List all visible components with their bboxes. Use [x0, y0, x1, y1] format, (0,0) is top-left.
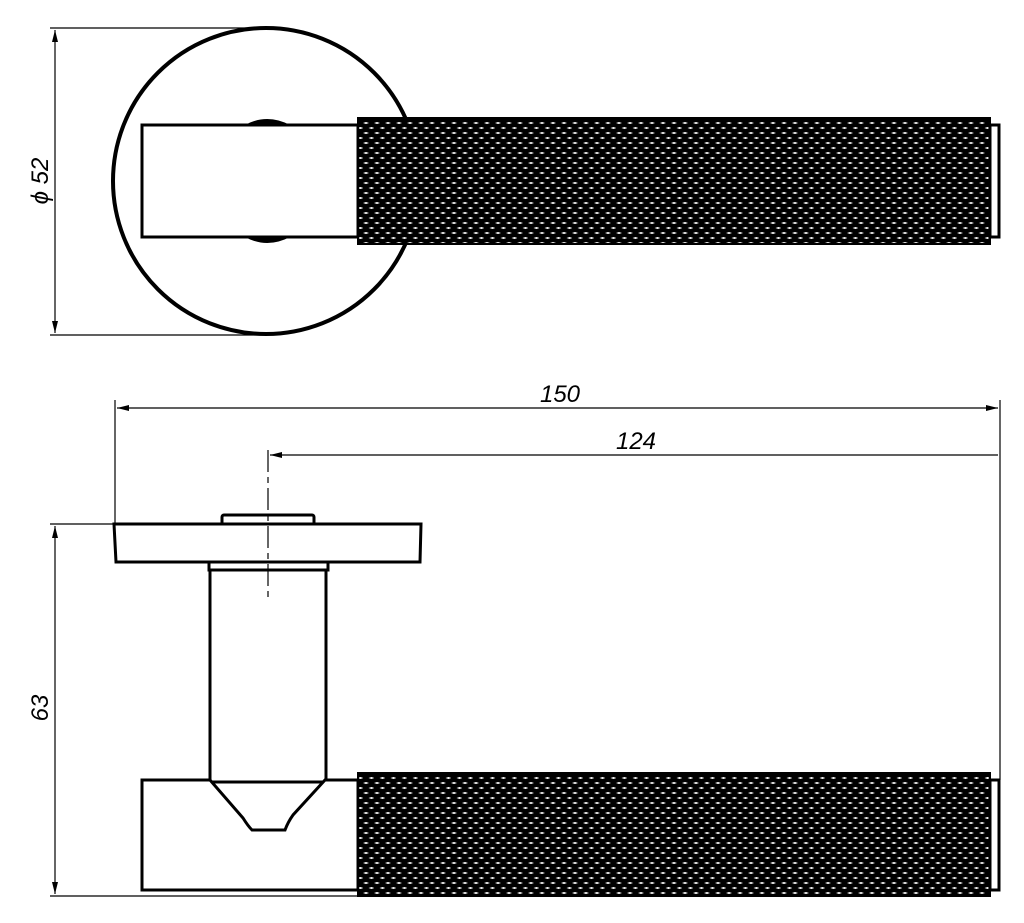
side-view: 150 124 63	[27, 381, 1001, 897]
lever-neck-side	[208, 568, 328, 784]
knurled-grip-side	[357, 772, 991, 897]
end-cap	[988, 123, 1001, 239]
overall-length-label: 150	[540, 381, 581, 408]
lever-length-label: 124	[616, 428, 656, 455]
top-view: ϕ 52	[27, 26, 1001, 336]
height-label: 63	[27, 694, 54, 721]
diameter-label: ϕ 52	[27, 158, 54, 205]
lever-base	[140, 778, 360, 892]
end-cap-side	[988, 778, 1001, 892]
lever-neck	[140, 123, 360, 239]
knurled-grip	[357, 117, 991, 245]
